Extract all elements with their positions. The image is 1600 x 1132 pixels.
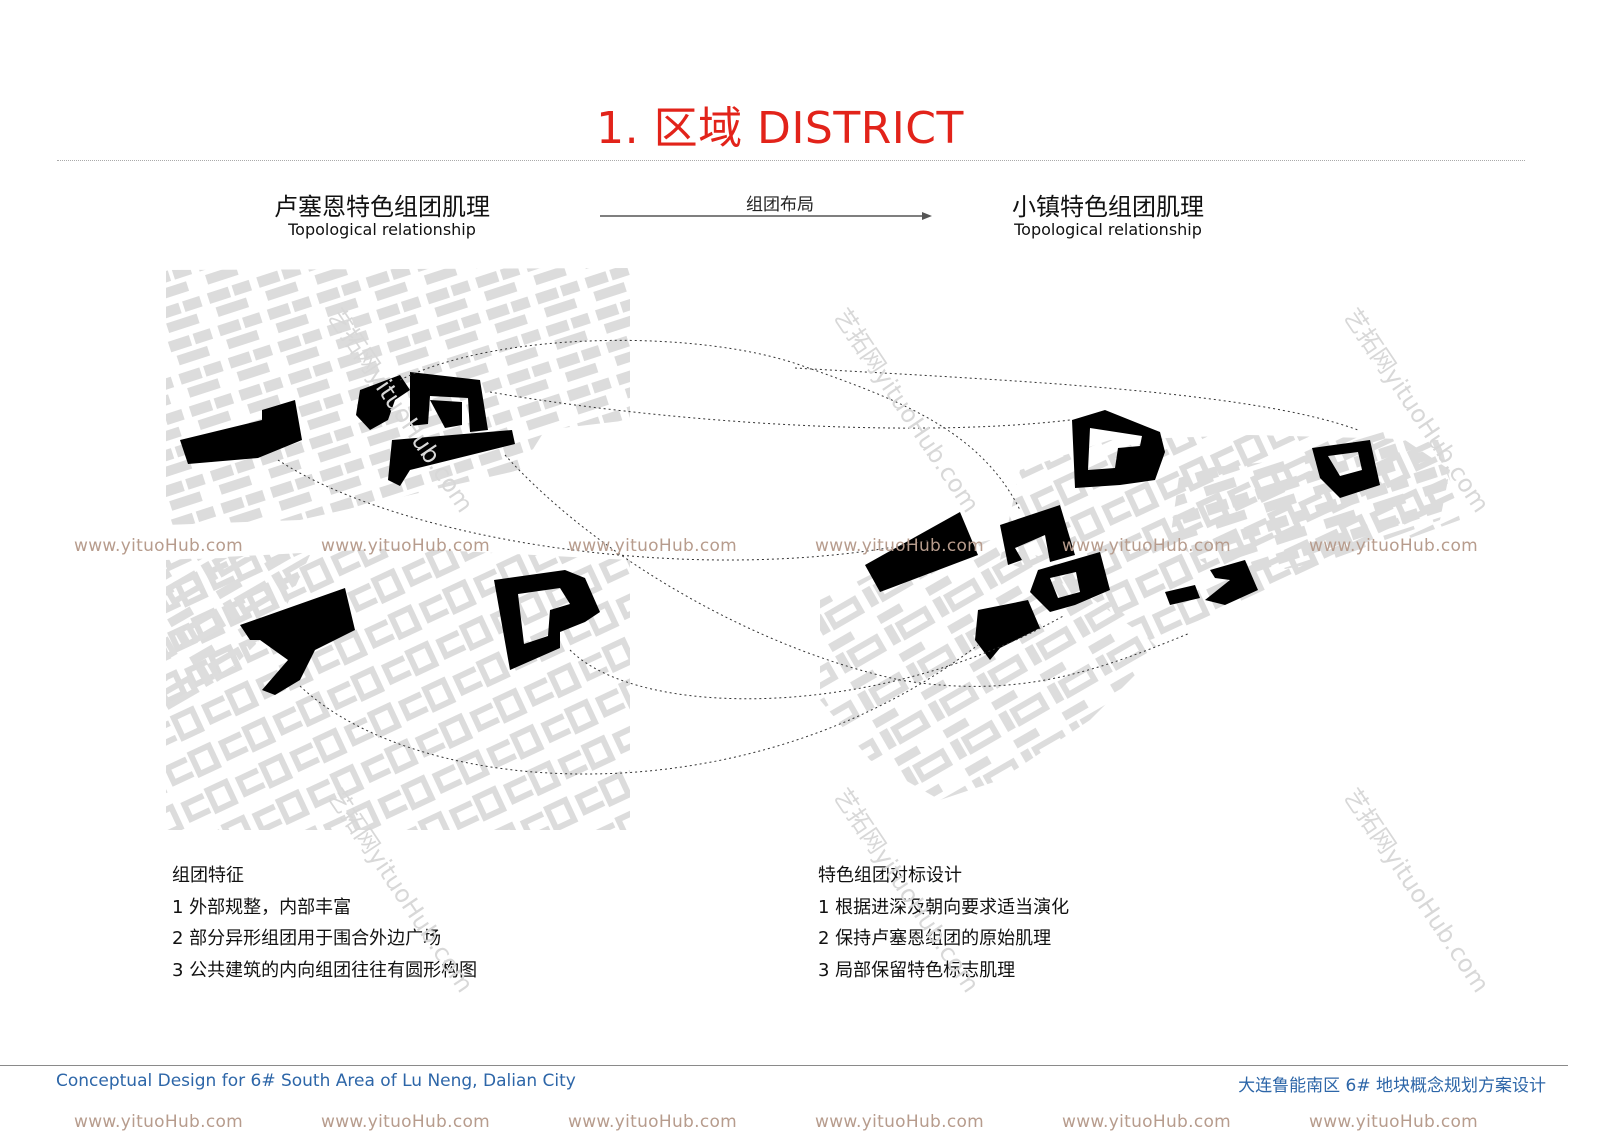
left-clusters [180,372,600,695]
right-note-item: 3 局部保留特色标志肌理 [818,959,1016,981]
relationship-curves [277,339,1359,775]
right-column-title: 小镇特色组团肌理 [1012,193,1204,221]
left-note-item: 2 部分异形组团用于围合外边广场 [172,928,442,949]
right-notes: 特色组团对标设计 1 根据进深及朝向要求适当演化 2 保持卢塞恩组团的原始肌理 … [818,860,1069,986]
left-column-subtitle: Topological relationship [288,220,476,239]
right-notes-heading: 特色组团对标设计 [818,865,962,886]
right-column-subtitle: Topological relationship [1014,220,1202,239]
left-column-title: 卢塞恩特色组团肌理 [274,193,490,221]
right-clusters [865,410,1380,660]
left-notes: 组团特征 1 外部规整，内部丰富 2 部分异形组团用于围合外边广场 3 公共建筑… [172,860,477,986]
footer-divider [0,1065,1568,1066]
transition-arrow-icon [600,212,932,220]
footer-project-title-cn: 大连鲁能南区 6# 地块概念规划方案设计 [1238,1076,1546,1096]
left-note-item: 3 公共建筑的内向组团往往有圆形构图 [172,959,478,981]
page-title: 1. 区域 DISTRICT [596,103,964,154]
title-divider [57,160,1525,161]
arrow-label: 组团布局 [746,195,814,215]
left-notes-heading: 组团特征 [172,865,244,886]
left-note-item: 1 外部规整，内部丰富 [172,896,352,918]
right-note-item: 1 根据进深及朝向要求适当演化 [818,896,1070,918]
right-note-item: 2 保持卢塞恩组团的原始肌理 [818,928,1052,949]
footer-project-title-en: Conceptual Design for 6# South Area of L… [56,1071,576,1091]
